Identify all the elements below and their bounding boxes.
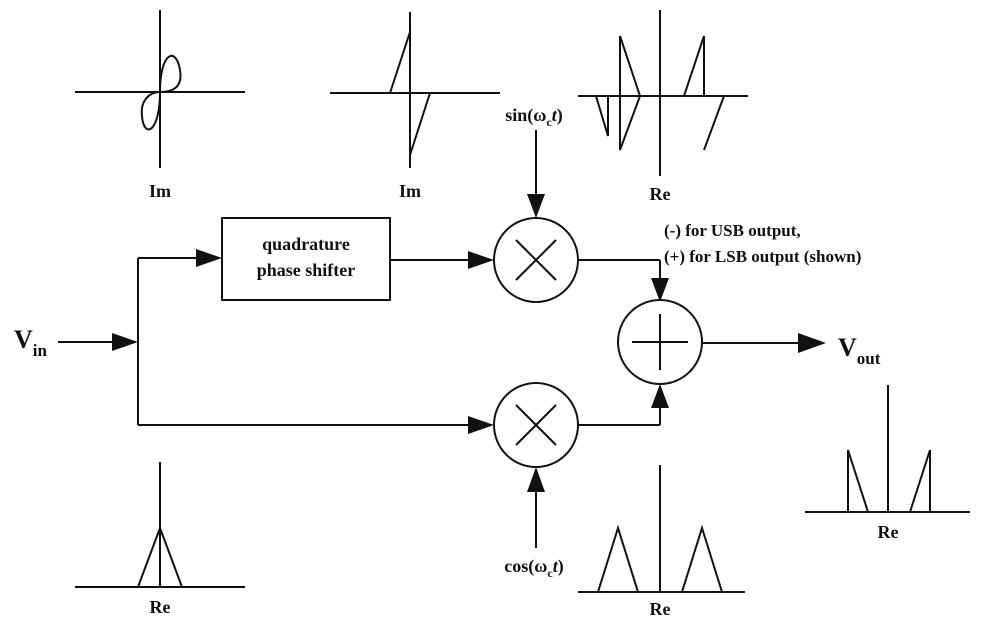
spectrum-bottom-mid-neg-band <box>597 524 639 593</box>
sideband-note-line2: (+) for LSB output (shown) <box>664 247 861 266</box>
sideband-note-line1: (-) for USB output, <box>664 221 801 240</box>
bottom-mixer-cross-b <box>515 404 557 446</box>
spectrum-top-right: Re <box>578 10 748 204</box>
spectrum-output-axis-label: Re <box>878 522 899 542</box>
top-mixer <box>493 217 579 303</box>
spectrum-output-lsb-neg <box>847 449 869 513</box>
spectrum-top-left-neg-lobe <box>140 91 161 131</box>
top-mixer-cross-b <box>515 239 557 281</box>
spectrum-output: Re <box>805 385 970 542</box>
summer <box>617 299 703 385</box>
bottom-branch-arrowhead <box>468 416 494 434</box>
carrier-cos-label: cos(ωct) <box>504 556 564 580</box>
spectrum-bottom-left-baseband <box>137 525 183 588</box>
spectrum-top-mid-neg-edge <box>409 92 432 156</box>
spectrum-top-right-axis-label: Re <box>650 184 671 204</box>
spectrum-bottom-mid-axis-label: Re <box>650 599 671 619</box>
input-label: Vin <box>14 325 48 360</box>
spectrum-top-left-pos-lobe <box>159 54 182 93</box>
spectrum-bottom-left: Re <box>75 462 245 617</box>
sin-feed-arrowhead <box>527 194 545 218</box>
input-arrowhead <box>112 333 138 351</box>
spectrum-top-right-pos-up <box>683 35 705 97</box>
spectrum-top-mid-axis-label: Im <box>399 181 421 201</box>
spectrum-top-right-pos-down <box>703 95 726 151</box>
carrier-sin-label: sin(ωct) <box>505 105 563 129</box>
spectrum-output-lsb-pos <box>909 449 931 513</box>
cos-feed-arrowhead <box>527 467 545 492</box>
spectrum-top-left-axis-label: Im <box>149 181 171 201</box>
phase-shifter-label-line2: phase shifter <box>257 260 356 280</box>
spectrum-top-left: Im <box>75 10 245 201</box>
output-label: Vout <box>838 333 881 368</box>
quadrature-phase-shifter-block <box>221 217 391 301</box>
spectrum-bottom-mid-pos-band <box>681 524 723 593</box>
phase-shifter-label-line1: quadrature <box>262 234 350 254</box>
output-arrowhead <box>798 333 826 353</box>
bottom-mixer <box>493 382 579 468</box>
spectrum-bottom-left-axis-label: Re <box>150 597 171 617</box>
spectrum-top-mid: Im <box>330 12 500 201</box>
spectrum-top-right-neg-up <box>619 35 642 151</box>
spectrum-bottom-mid: Re <box>578 465 745 619</box>
top-mixer-output-arrowhead <box>651 278 669 302</box>
bottom-mixer-output-arrowhead <box>651 384 669 408</box>
spectrum-top-mid-pos-edge <box>389 31 411 94</box>
spectrum-top-right-neg-down <box>595 95 609 137</box>
shifter-to-mixer-arrowhead <box>468 251 494 269</box>
top-branch-arrowhead <box>196 249 222 267</box>
